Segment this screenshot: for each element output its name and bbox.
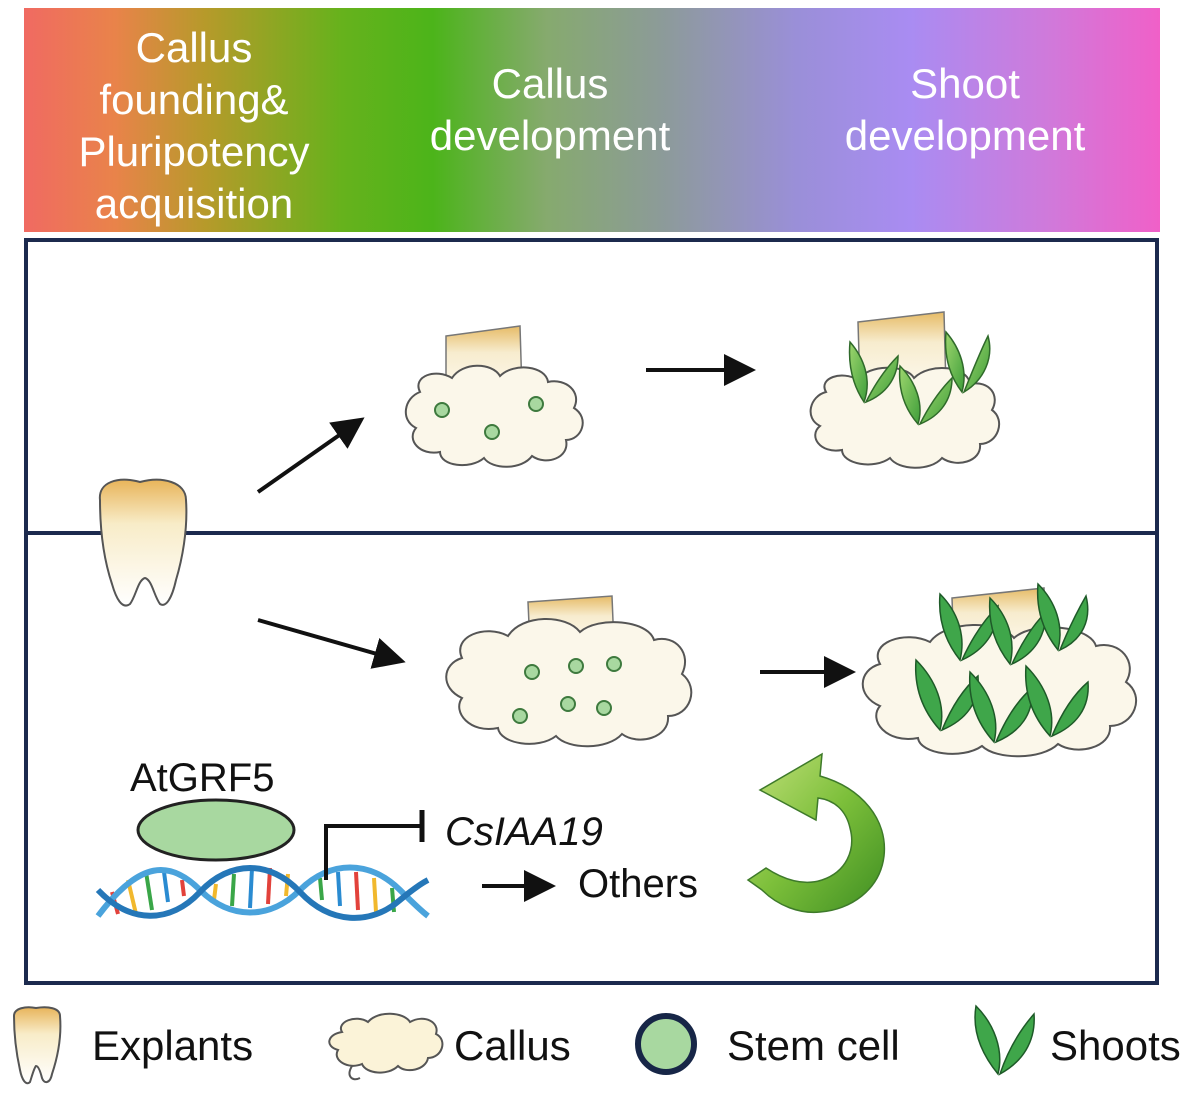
shoot-leaf [988,596,1013,666]
legend-explants-icon [12,1006,62,1085]
activated-genes-label: Others [578,862,699,906]
stage-label-callus-development: Callus development [390,58,710,162]
shoot-leaf [940,674,979,732]
repressed-gene-label: CsIAA19 [445,810,603,854]
shoot-leaf [938,592,963,662]
shoot-leaf [1024,664,1053,738]
stage2-line: Callus [491,60,609,107]
shoot-leaf [898,364,921,426]
stage-label-shoot-development: Shoot development [805,58,1125,162]
stage1-line: founding& [99,76,289,123]
atgrf5-protein-icon [136,798,296,862]
callus-top [405,325,584,468]
shoot-leaf [914,658,943,732]
explant-tooth-icon [98,478,188,607]
repression-line [324,824,420,880]
stage1-line: acquisition [94,180,294,227]
dna-helix-icon [95,864,430,921]
legend-label-shoots: Shoots [1050,1022,1181,1069]
stage3-line: development [844,112,1086,159]
stage2-line: development [429,112,671,159]
shoot-leaf [944,330,965,394]
shoot-leaf [864,354,899,404]
gene-label-atgrf5: AtGRF5 [130,756,275,800]
legend-shoots-icon [974,1004,1035,1076]
shoot-leaf [1050,680,1089,738]
legend-stem-cell-icon [635,1013,697,1075]
shoot-leaf [918,376,953,426]
shoot-leaf [1036,582,1061,652]
shoot-leaf [968,670,997,744]
legend-label-stem-cell: Stem cell [727,1022,900,1069]
shoot-leaf [962,333,991,394]
shoot-callus-bottom [861,582,1138,758]
legend-callus-icon [328,1012,444,1081]
stage-banner [24,8,1160,232]
stage-label-callus-founding: Callus founding& Pluripotency acquisitio… [34,22,354,230]
stage1-line: Pluripotency [78,128,310,175]
legend-label-callus: Callus [454,1022,571,1069]
legend-label-explants: Explants [92,1022,254,1069]
callus-bottom [445,595,693,748]
arrow-to-callus-top [256,417,365,494]
condition-divider [26,531,1156,535]
arrow-to-callus-bottom [257,618,406,669]
shoot-callus-top [809,311,1001,469]
diagram-frame [24,238,1159,985]
stage1-line: Callus [135,24,253,71]
curved-promotion-arrow-icon [746,752,886,914]
stage3-line: Shoot [910,60,1020,107]
shoot-leaf [848,340,868,404]
shoot-leaf [1058,594,1089,652]
